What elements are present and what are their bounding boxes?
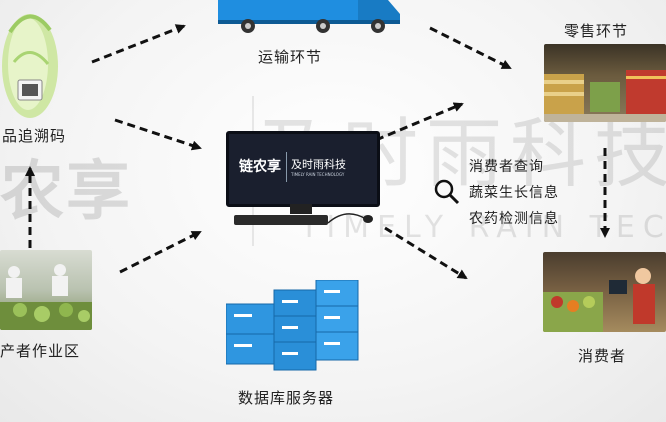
keyboard xyxy=(234,215,328,225)
consumer-label: 消费者 xyxy=(578,347,627,365)
arrow-transport-to-retail xyxy=(429,26,512,70)
magnifier-icon xyxy=(434,179,460,205)
cabbage-image xyxy=(2,14,58,118)
arrow-terminal-to-retail xyxy=(375,102,464,142)
retail-label: 零售环节 xyxy=(564,22,629,40)
monitor-brand-en: TIMELY RAIN TECHNOLOGY xyxy=(291,172,345,177)
arrow-trace-to-transport xyxy=(91,24,186,64)
transport-label: 运输环节 xyxy=(258,48,323,66)
arrow-trace-to-terminal xyxy=(114,118,202,151)
query-line-growth: 蔬菜生长信息 xyxy=(469,185,559,201)
database-label: 数据库服务器 xyxy=(238,389,335,407)
traceability-label: 品追溯码 xyxy=(2,127,67,145)
retail-photo xyxy=(544,44,666,122)
monitor-stand xyxy=(290,204,312,214)
monitor-screen: 链农享 及时雨科技 TIMELY RAIN TECHNOLOGY xyxy=(226,131,380,207)
monitor-brand-cn: 及时雨科技 xyxy=(291,158,346,171)
mouse-cable xyxy=(327,213,373,224)
producer-area-label: 产者作业区 xyxy=(0,342,81,360)
arrow-producer-to-terminal xyxy=(119,230,202,274)
truck-image xyxy=(218,0,400,33)
producer-photo xyxy=(0,250,92,330)
arrow-terminal-to-consumer xyxy=(384,226,468,280)
query-info-list: 消费者查询 蔬菜生长信息 农药检测信息 xyxy=(469,154,559,232)
monitor-divider xyxy=(286,152,287,182)
watermark-logo: 农享 xyxy=(0,155,132,229)
database-server-icon xyxy=(226,280,359,371)
query-line-pesticide: 农药检测信息 xyxy=(469,211,559,227)
query-line-consumer: 消费者查询 xyxy=(469,159,544,175)
consumer-photo xyxy=(543,252,666,332)
monitor-logo: 链农享 xyxy=(239,159,281,175)
computer-terminal: 链农享 及时雨科技 TIMELY RAIN TECHNOLOGY xyxy=(226,131,380,227)
